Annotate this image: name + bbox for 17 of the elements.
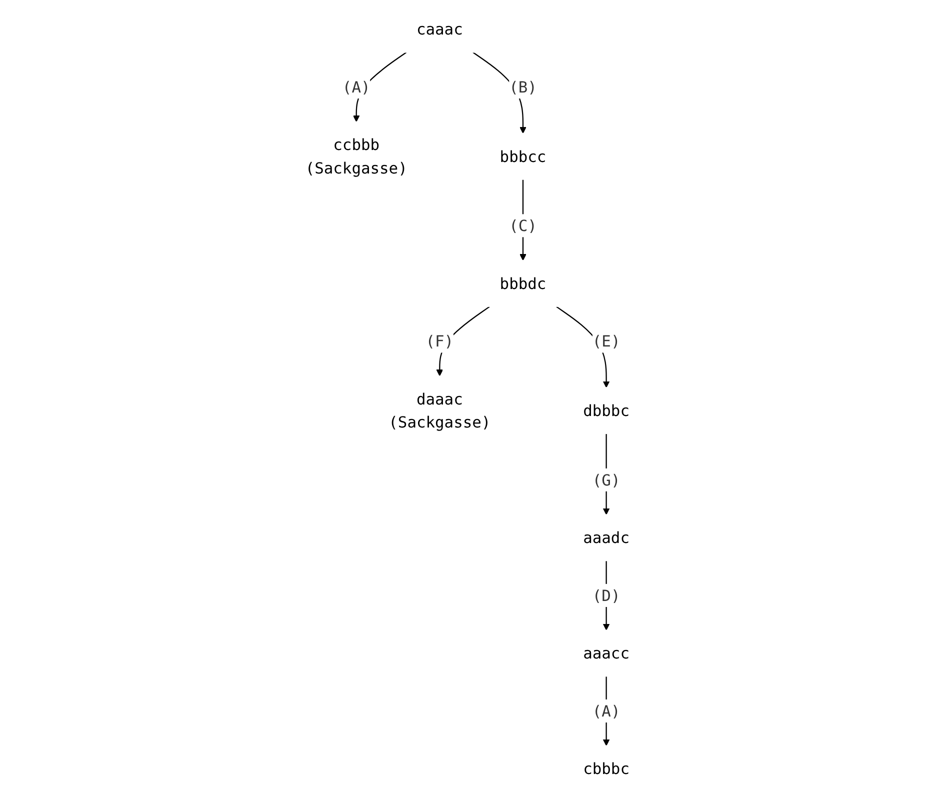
edge-label: (C): [508, 216, 536, 235]
node-text: aaadc: [582, 528, 630, 547]
edge-label: (B): [508, 78, 536, 96]
node-text: daaac (Sackgasse): [388, 390, 490, 432]
node-text: cbbbc: [582, 759, 630, 778]
node-text: dbbbc: [582, 401, 630, 420]
node-text: ccbbb (Sackgasse): [304, 136, 407, 178]
edge-label: (A): [592, 702, 620, 720]
edge-label: (F): [425, 332, 454, 350]
edge-label: (D): [592, 586, 620, 605]
node-text: aaacc: [582, 644, 630, 662]
node-text: bbbcc: [499, 147, 546, 166]
edge-label: (A): [342, 78, 370, 96]
node-text: caaac: [416, 20, 462, 39]
edge-label: (G): [592, 470, 620, 490]
node-text: bbbdc: [499, 274, 546, 293]
edge-label: (E): [592, 332, 620, 350]
